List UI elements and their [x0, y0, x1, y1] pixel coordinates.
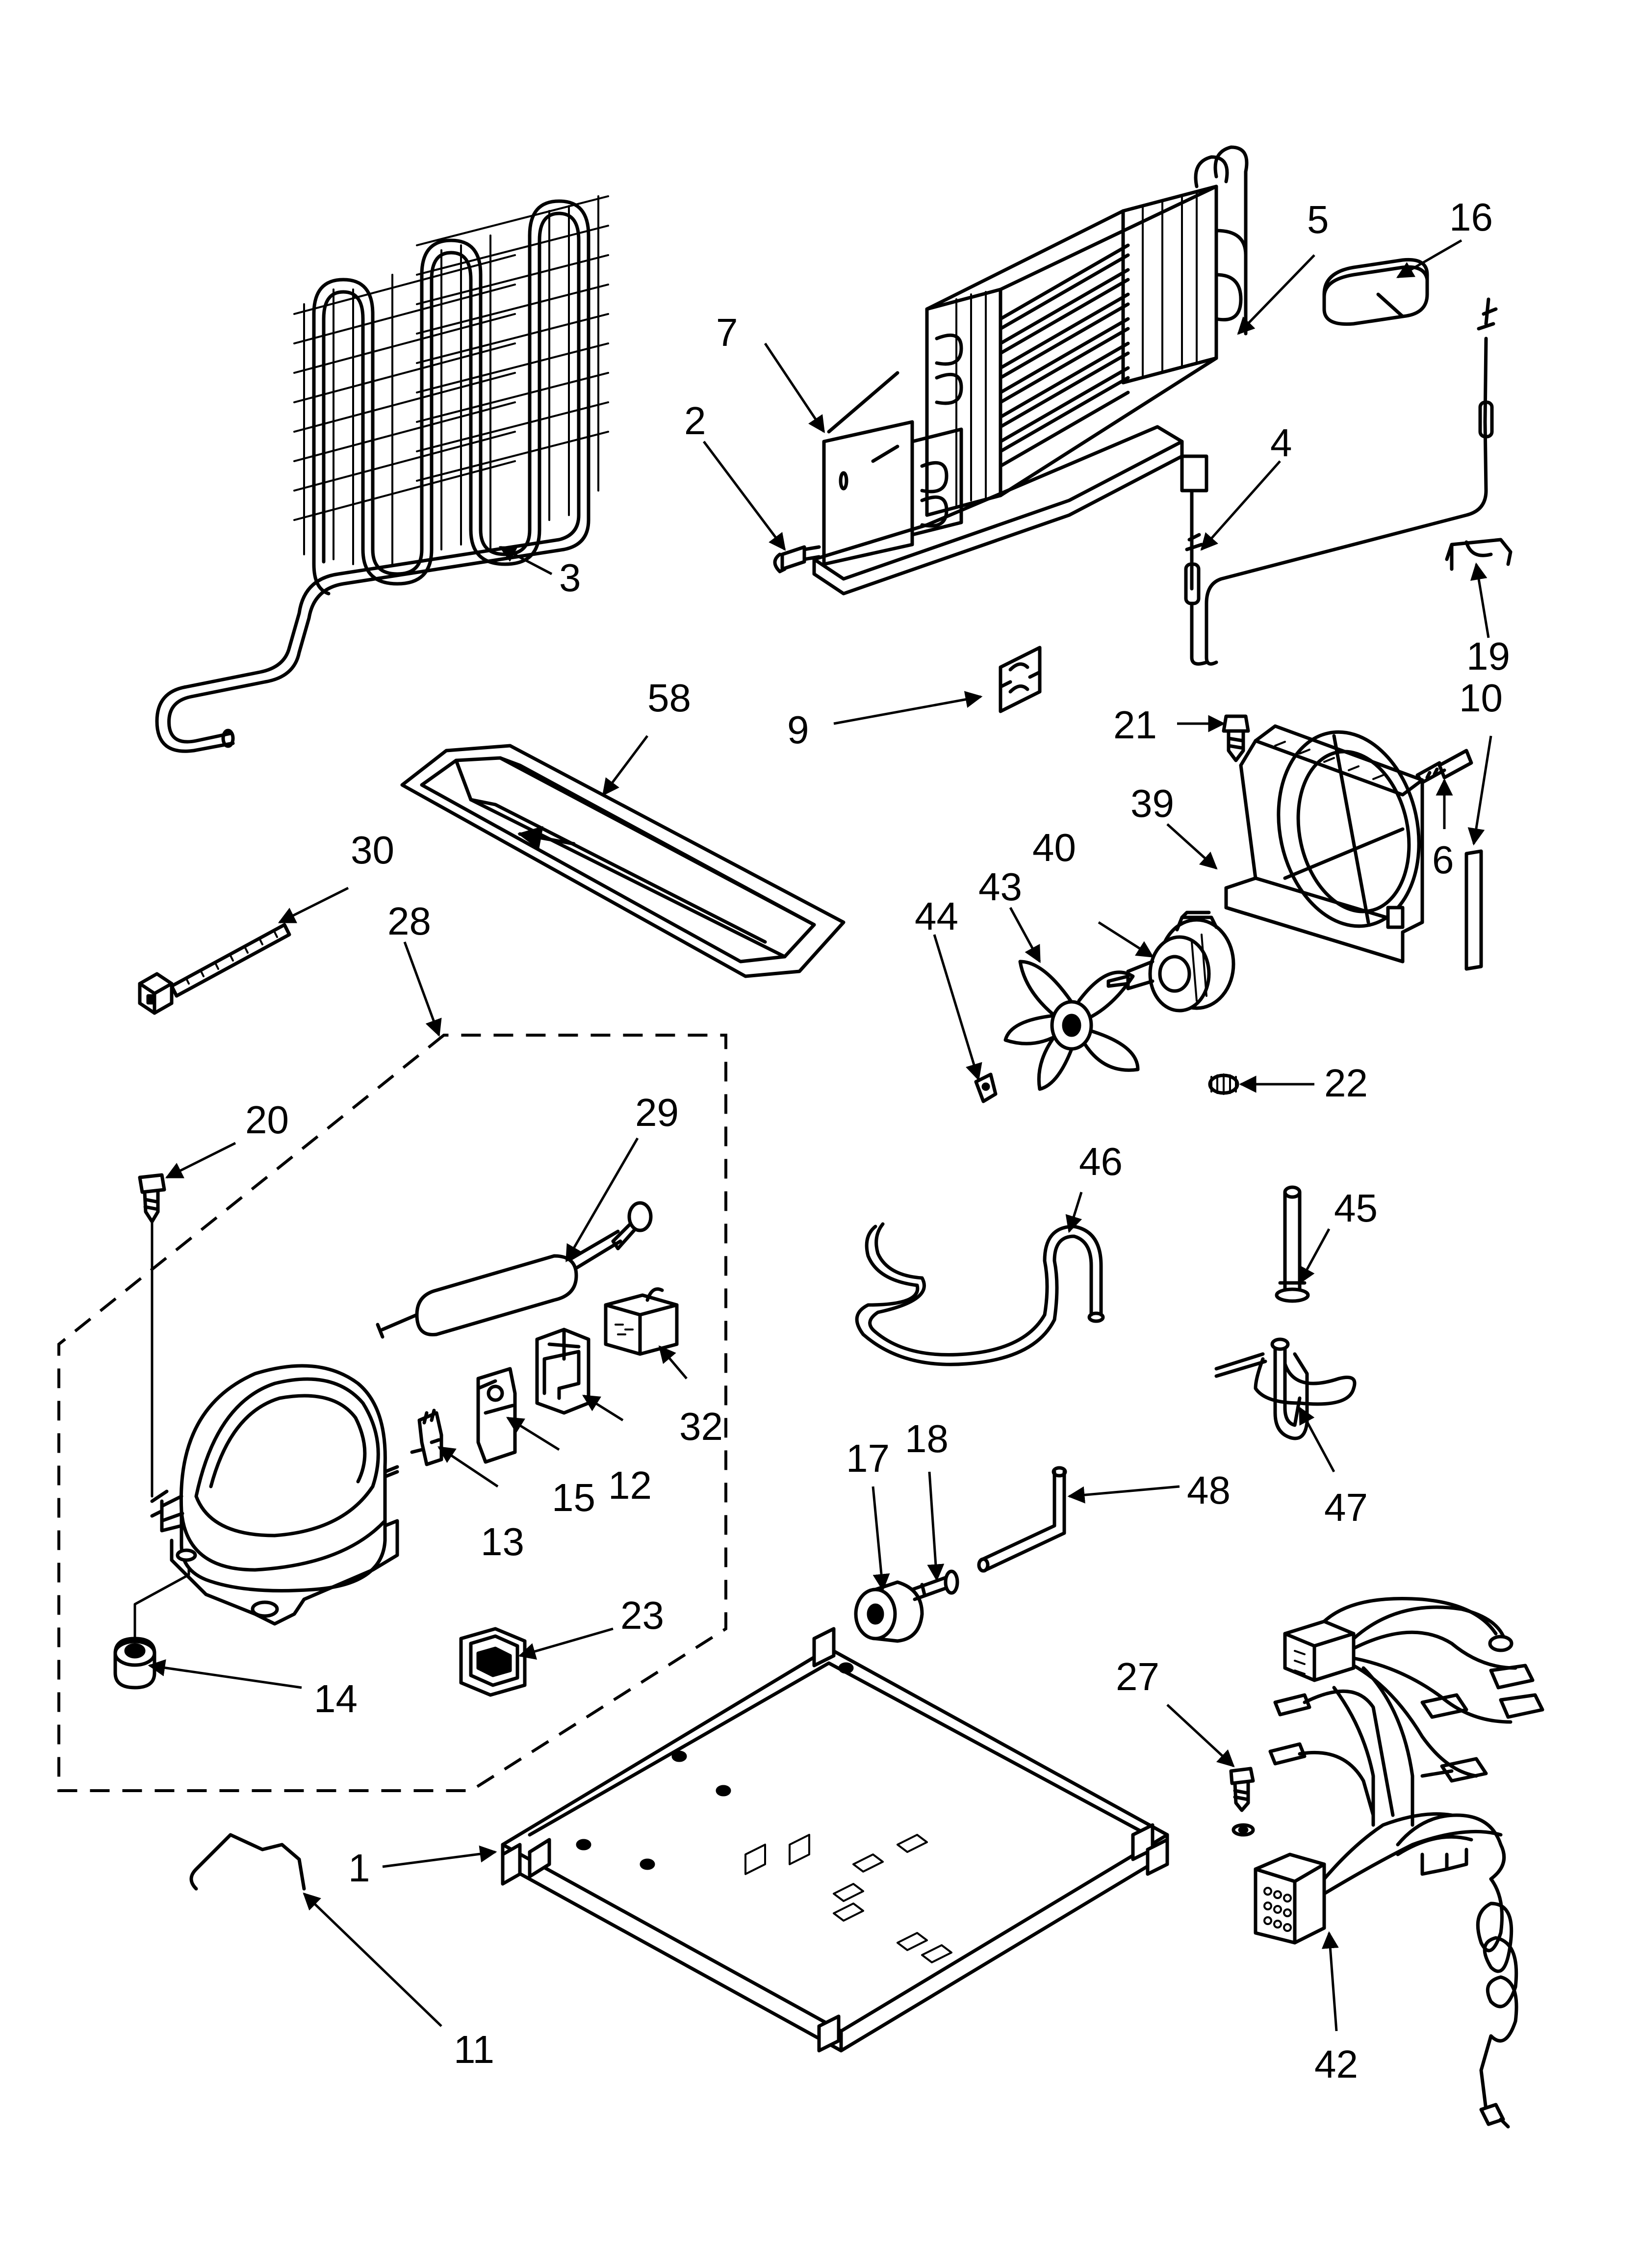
callout-58: 58 [647, 676, 691, 720]
wire-harness-42 [1254, 1596, 1544, 2129]
callout-17: 17 [846, 1436, 890, 1480]
fan-blade-43 [1003, 960, 1140, 1091]
tube-47 [1214, 1337, 1357, 1440]
callout-46: 46 [1079, 1140, 1123, 1183]
callout-29: 29 [635, 1091, 679, 1134]
callout-48: 48 [1187, 1468, 1231, 1512]
callout-43: 43 [978, 865, 1022, 909]
callout-16: 16 [1449, 195, 1493, 239]
cable-tie-30 [138, 923, 291, 1015]
callout-labels: 1 2 3 4 5 6 7 9 10 11 12 13 14 15 16 17 … [245, 195, 1510, 2086]
screw-6 [1415, 749, 1473, 784]
fan-shroud-39 [1224, 724, 1424, 964]
clip-19 [1445, 538, 1513, 571]
tube-46 [855, 1222, 1105, 1366]
callout-21: 21 [1113, 703, 1157, 747]
bracket-9 [999, 646, 1042, 713]
thermistor-4 [1180, 297, 1498, 666]
base-frame-1 [501, 1627, 1169, 2053]
compressor [150, 1364, 399, 1626]
callout-15: 15 [552, 1476, 595, 1519]
screw-2 [773, 545, 821, 574]
capacitor-23 [459, 1627, 527, 1697]
callout-14: 14 [314, 1677, 358, 1721]
callout-13: 13 [481, 1520, 524, 1564]
callout-22: 22 [1324, 1061, 1368, 1105]
drain-pan-58 [400, 744, 846, 978]
start-relay-15 [476, 1367, 517, 1464]
callout-27: 27 [1116, 1655, 1159, 1698]
callout-42: 42 [1314, 2042, 1358, 2086]
wire-clip-11 [189, 1833, 306, 1891]
callout-3: 3 [559, 556, 581, 600]
callout-30: 30 [351, 828, 394, 872]
callout-5: 5 [1307, 198, 1329, 241]
tube-48 [977, 1466, 1067, 1573]
screw-21 [1222, 714, 1250, 762]
overload-12 [535, 1328, 590, 1415]
condenser-coil [155, 195, 609, 753]
callout-12: 12 [608, 1463, 652, 1507]
leader-lines [148, 239, 1492, 2032]
callout-1: 1 [348, 1846, 370, 1890]
callout-20: 20 [245, 1098, 289, 1142]
drier-29 [376, 1201, 653, 1339]
terminal-13 [410, 1408, 443, 1466]
compressor-assembly-boundary [57, 1034, 727, 1792]
callout-40: 40 [1032, 826, 1076, 869]
callout-47: 47 [1324, 1486, 1368, 1529]
fan-motor-40 [1106, 911, 1235, 1013]
callout-28: 28 [387, 899, 431, 943]
tube-45 [1275, 1185, 1310, 1303]
callout-11: 11 [454, 2028, 494, 2071]
evaporator [812, 145, 1249, 596]
callout-4: 4 [1270, 421, 1292, 465]
callout-18: 18 [905, 1417, 949, 1460]
callout-45: 45 [1334, 1186, 1378, 1230]
clip-44 [974, 1072, 998, 1103]
grommet-14 [113, 1637, 156, 1690]
callout-10: 10 [1459, 676, 1503, 720]
callout-9: 9 [787, 708, 809, 752]
callout-19: 19 [1466, 634, 1510, 678]
strip-10 [1464, 849, 1483, 971]
callout-2: 2 [684, 399, 706, 443]
callout-39: 39 [1130, 782, 1174, 825]
screw-27 [1229, 1767, 1255, 1837]
callout-7: 7 [716, 311, 738, 354]
callout-23: 23 [620, 1593, 664, 1637]
callout-6: 6 [1432, 838, 1454, 882]
relay-32 [604, 1287, 679, 1356]
retainer-22 [1208, 1073, 1239, 1095]
callout-32: 32 [679, 1405, 723, 1448]
axle-pin-18 [910, 1569, 959, 1601]
callout-44: 44 [915, 894, 958, 938]
